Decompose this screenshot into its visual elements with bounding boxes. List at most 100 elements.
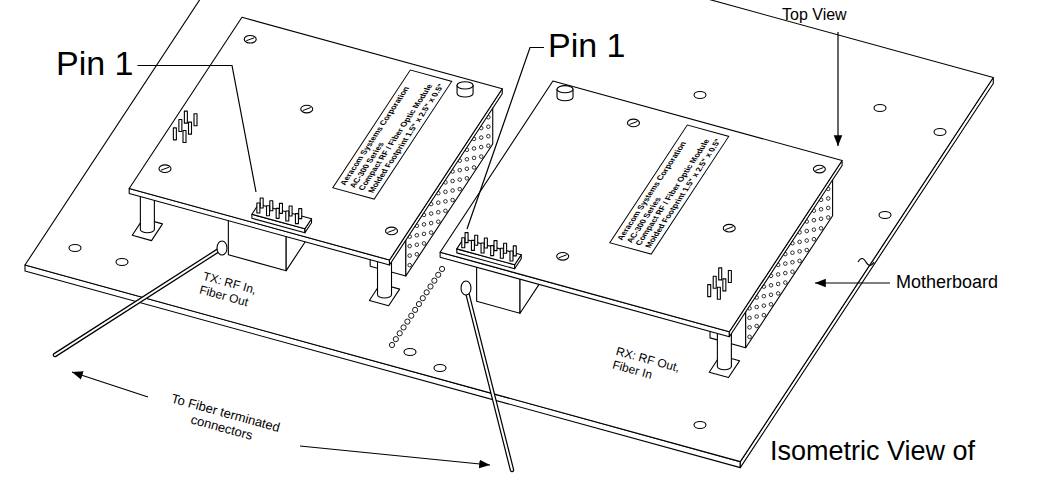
screw-head <box>723 224 735 232</box>
connector-socket <box>762 304 766 308</box>
via-hole <box>401 325 406 330</box>
pin <box>184 111 187 123</box>
connector-socket <box>826 206 830 210</box>
module-board-top <box>129 17 502 260</box>
connector-socket <box>769 283 773 287</box>
pin <box>719 268 722 280</box>
pin <box>484 238 487 248</box>
via-hole <box>409 313 414 318</box>
screw-slot <box>388 229 396 232</box>
pin <box>723 279 726 291</box>
connector-socket <box>415 243 419 247</box>
standoff-knob-top <box>557 86 573 93</box>
part-label: Motherboard <box>896 272 998 293</box>
connector-socket <box>783 281 787 285</box>
screw-head <box>244 35 256 43</box>
connector-socket <box>798 250 802 254</box>
connector-socket <box>408 244 412 248</box>
connector-socket <box>769 293 773 297</box>
screw-head <box>557 253 569 261</box>
connector-socket <box>819 208 823 212</box>
connector-socket <box>791 251 795 255</box>
connector-socket <box>826 197 830 201</box>
screw-head <box>386 227 398 235</box>
connector-socket <box>458 187 462 191</box>
callout-text: Pin 1 <box>56 44 134 83</box>
via-hole <box>413 307 418 312</box>
pin <box>708 285 711 297</box>
connector-socket <box>451 198 455 202</box>
connector-socket <box>408 254 412 258</box>
connector-socket <box>783 262 787 266</box>
connector-socket <box>465 176 469 180</box>
pin <box>465 233 468 243</box>
pin <box>289 206 292 216</box>
optical-fiber-core <box>55 248 222 355</box>
via-hole <box>428 284 433 289</box>
screw-slot <box>629 121 637 124</box>
screw-slot <box>815 168 823 171</box>
optical-fiber <box>466 288 512 470</box>
standoff-knob-top <box>457 82 473 89</box>
connector-socket <box>805 229 809 233</box>
screw-head <box>301 105 313 113</box>
illustration <box>25 0 993 470</box>
via-hole <box>389 342 394 347</box>
via-hole <box>393 337 398 342</box>
callout-text: Pin 1 <box>548 26 626 65</box>
connector-socket <box>812 218 816 222</box>
mounting-hole <box>694 92 706 99</box>
pin <box>295 214 298 224</box>
connector-socket <box>748 335 752 339</box>
pin <box>717 287 720 299</box>
pin <box>189 122 192 134</box>
screw-slot <box>246 38 254 41</box>
connector-socket <box>791 270 795 274</box>
screw-head <box>627 119 639 127</box>
connector-socket <box>487 134 491 138</box>
connector-socket <box>479 136 483 140</box>
break-mark <box>858 259 874 266</box>
pin <box>491 246 494 256</box>
connector-socket <box>748 316 752 320</box>
leader-arrow <box>300 446 490 465</box>
connector-socket <box>776 273 780 277</box>
pin <box>267 206 270 216</box>
connector-socket <box>422 232 426 236</box>
via-hole <box>405 319 410 324</box>
connector-socket <box>479 155 483 159</box>
pin-leader <box>467 48 544 229</box>
via-hole <box>424 290 429 295</box>
connector-socket <box>487 125 491 129</box>
connector-socket <box>798 240 802 244</box>
connector-socket <box>422 242 426 246</box>
via-hole <box>439 266 444 271</box>
connector-socket <box>819 227 823 231</box>
connector-socket <box>805 248 809 252</box>
connector-socket <box>798 259 802 263</box>
module-board-top <box>440 81 842 332</box>
signal-label: TX: RF In, Fiber Out <box>198 270 271 315</box>
connector-socket <box>451 189 455 193</box>
optical-fiber <box>55 248 222 355</box>
pin <box>286 211 289 221</box>
screw-head <box>159 165 171 173</box>
pin <box>183 131 186 143</box>
connector-socket <box>776 292 780 296</box>
mounting-hole <box>879 212 891 219</box>
connector-socket <box>826 216 830 220</box>
motherboard-top <box>25 0 993 462</box>
pin <box>173 128 176 140</box>
pin <box>276 208 279 218</box>
mounting-hole <box>69 245 81 252</box>
via-hole <box>436 272 441 277</box>
connector-socket <box>436 201 440 205</box>
connector-socket <box>408 263 412 267</box>
connector-socket <box>776 282 780 286</box>
leader-arrow <box>815 282 890 283</box>
connector-socket <box>791 260 795 264</box>
pin <box>260 198 263 208</box>
